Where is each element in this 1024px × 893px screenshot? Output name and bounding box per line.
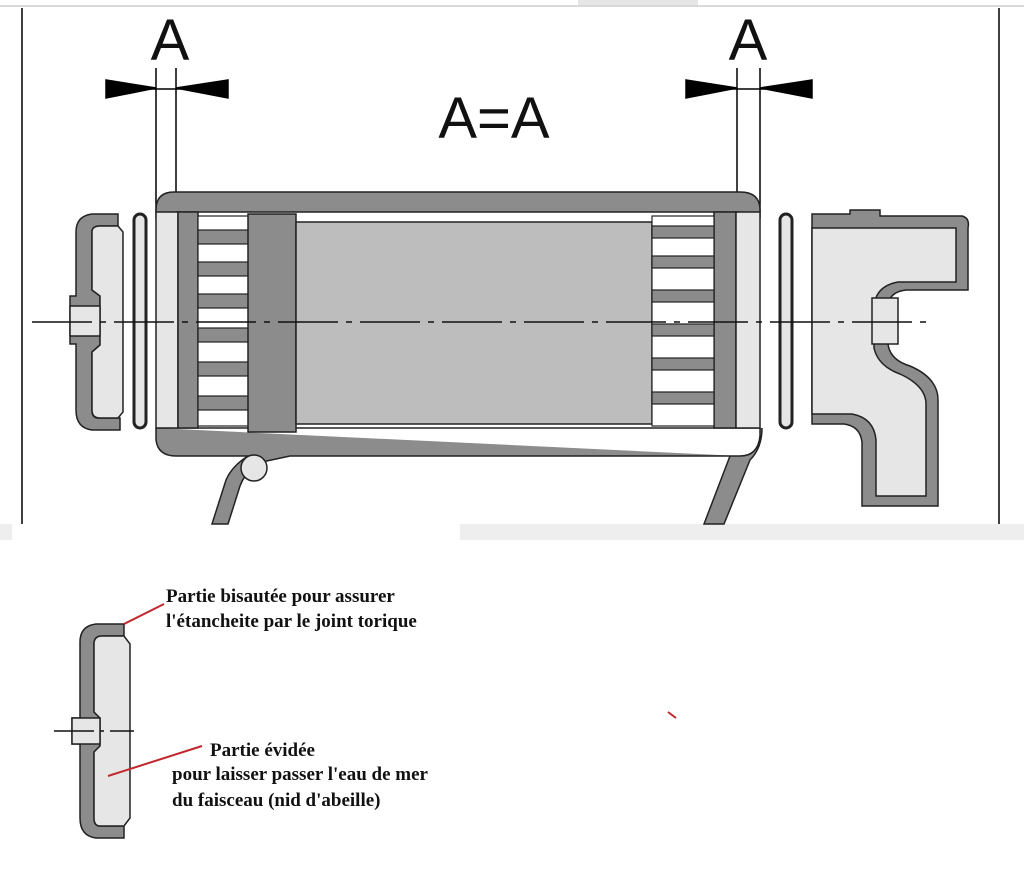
left-end-cover [69,213,124,431]
bevel-leader [123,603,165,625]
stray-mark [667,711,677,719]
tube-bundle-left [197,215,251,427]
tube-bundle-right [651,215,715,427]
page-frame [0,5,1024,524]
bundle-core [295,221,653,425]
annotation-hollow-line3: du faisceau (nid d'abeille) [172,790,381,811]
right-end-cover [811,209,970,507]
top-tab [578,0,698,5]
dim-label-left: A [151,8,190,73]
tube-sheets [155,211,761,429]
housing [155,191,763,525]
left-o-ring [132,212,148,430]
dimension-left [105,68,229,212]
hollow-leader [107,745,203,777]
annotation-hollow-line1: Partie évidée [210,740,315,761]
dim-label-right: A [729,8,768,73]
annotation-hollow-line2: pour laisser passer l'eau de mer [172,764,429,785]
dimension-right [685,68,813,212]
right-o-ring [778,212,794,430]
equality-label: A=A [438,86,550,151]
annotation-bevel-line2: l'étancheite par le joint torique [166,611,417,632]
gap-right [460,524,1024,540]
baffle [247,213,297,433]
gap-left [0,524,12,540]
annotation-bevel-line1: Partie bisautée pour assurer [166,586,395,607]
